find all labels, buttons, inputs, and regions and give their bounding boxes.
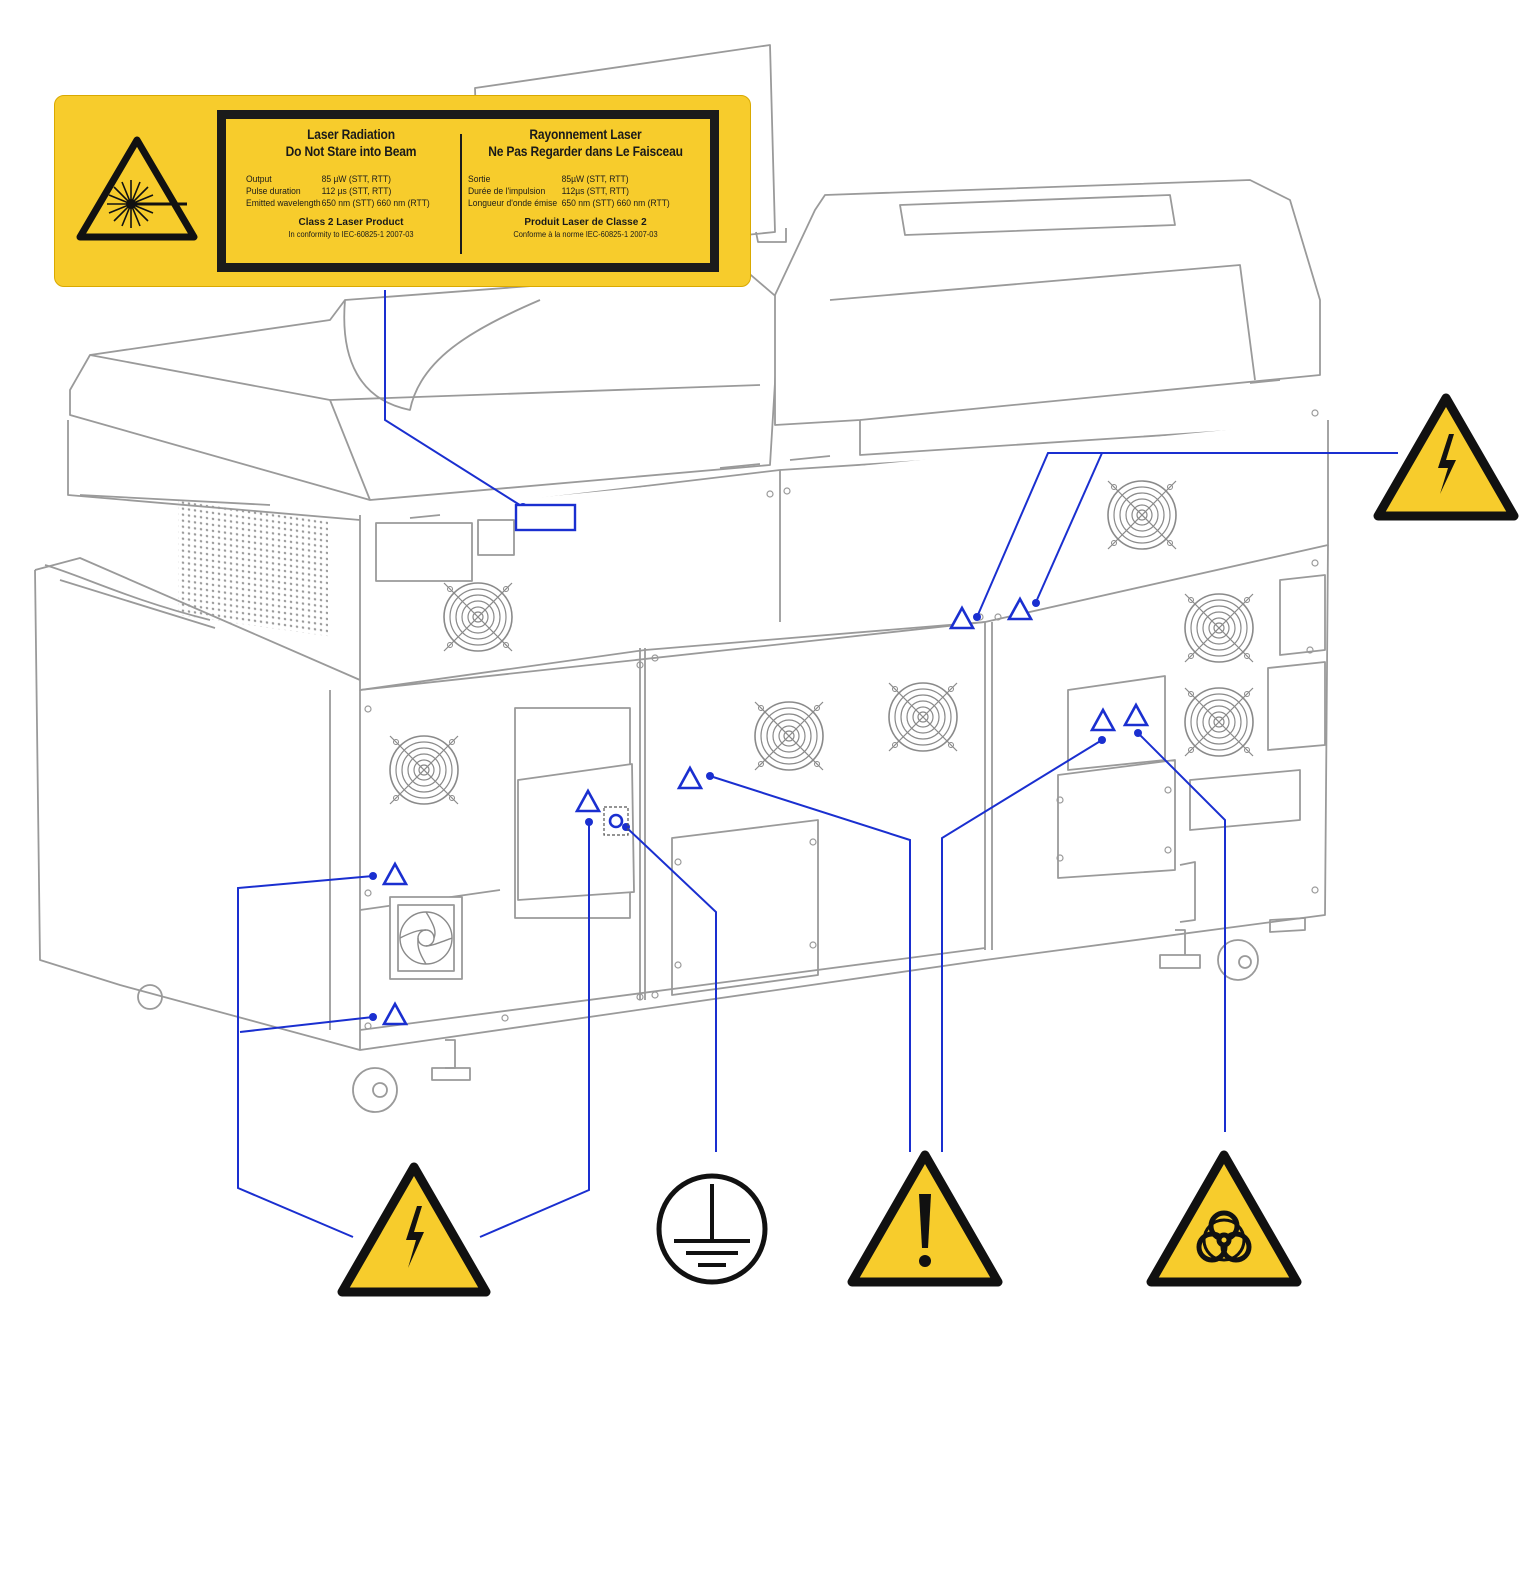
general-warning-icon (847, 1150, 1003, 1287)
label-class-fr: Produit Laser de Classe 2 (524, 217, 647, 228)
label-conformity-fr: Conforme à la norme IEC-60825-1 2007-03 (513, 229, 658, 239)
warning-marker-icon (677, 766, 703, 790)
fan-icon (1184, 687, 1254, 757)
fan-icon (754, 701, 824, 771)
label-subtitle-en: Do Not Stare into Beam (285, 143, 417, 159)
fan-icon (1184, 593, 1254, 663)
protective-earth-icon (656, 1173, 768, 1285)
label-text-frame (217, 110, 719, 272)
warning-marker-icon (382, 862, 408, 886)
label-location-markers (382, 597, 1149, 1026)
laser-label-location (514, 503, 577, 532)
label-french: Rayonnement Laser Ne Pas Regarder dans L… (468, 126, 703, 239)
label-english: Laser Radiation Do Not Stare into Beam O… (246, 126, 456, 239)
label-divider (460, 134, 462, 254)
label-conformity-en: In conformity to IEC-60825-1 2007-03 (288, 229, 414, 239)
cooling-fans (389, 480, 1254, 965)
laser-hazard-icon (76, 136, 198, 241)
label-subtitle-fr: Ne Pas Regarder dans Le Faisceau (488, 143, 683, 159)
earth-terminal-outline (603, 806, 629, 836)
fan-icon (389, 735, 459, 805)
label-title-fr: Rayonnement Laser (529, 126, 642, 142)
biohazard-icon (1146, 1150, 1302, 1287)
fan-icon (888, 682, 958, 752)
warning-marker-icon (1090, 708, 1116, 732)
warning-marker-icon (382, 1002, 408, 1026)
earth-marker-icon (608, 813, 624, 829)
laser-warning-label: Laser Radiation Do Not Stare into Beam O… (54, 95, 751, 287)
electrical-hazard-icon (1373, 393, 1519, 521)
warning-marker-icon (1123, 703, 1149, 727)
electrical-hazard-icon (337, 1162, 491, 1297)
inlet-fan-icon (399, 911, 453, 965)
label-title-en: Laser Radiation (307, 126, 395, 142)
callout-lines (237, 290, 1398, 1238)
label-class-en: Class 2 Laser Product (298, 217, 404, 228)
